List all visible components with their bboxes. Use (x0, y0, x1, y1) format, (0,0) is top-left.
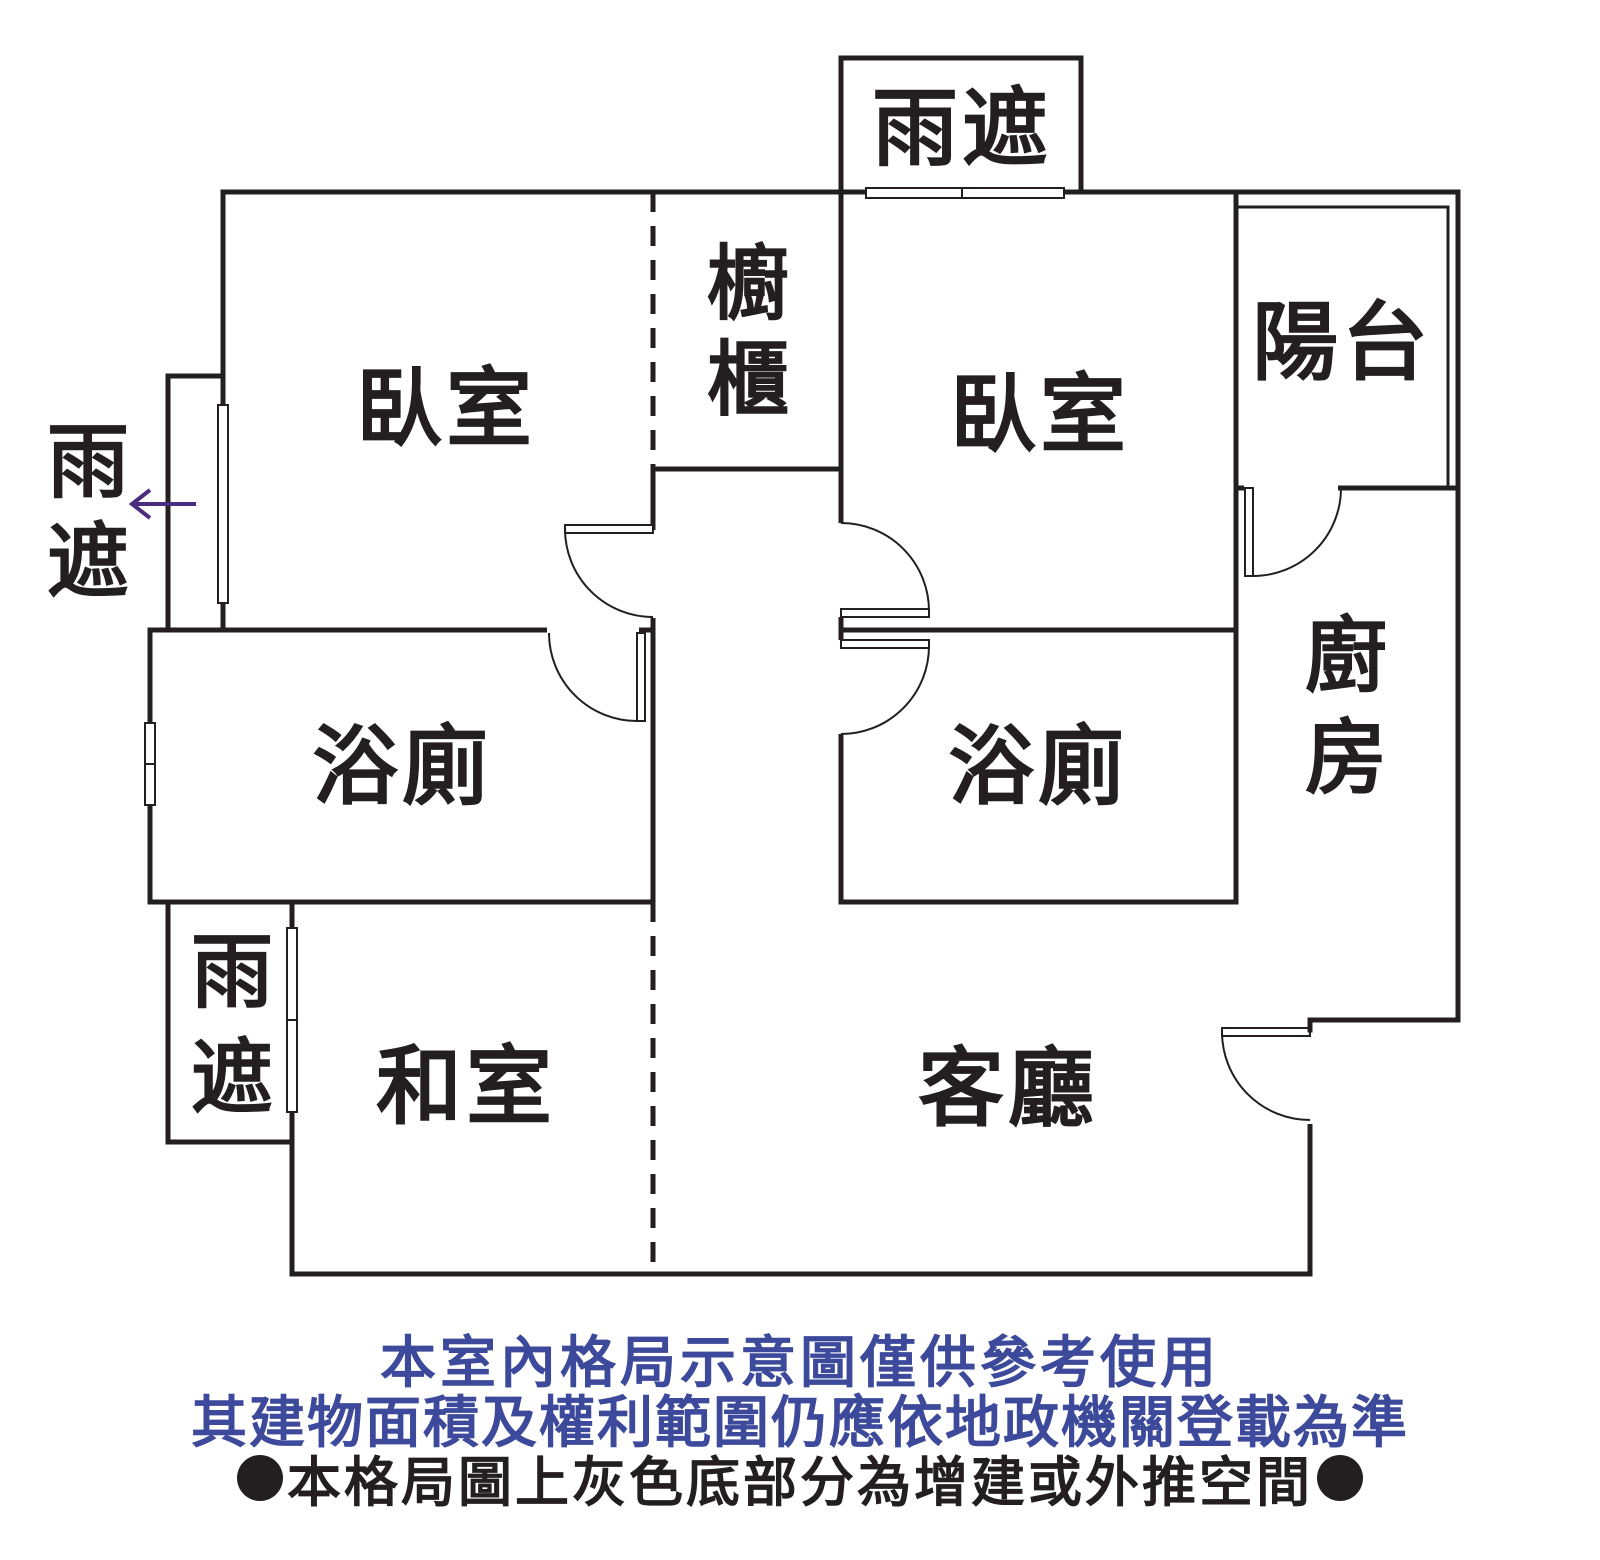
label-canopy-left-line1: 雨 (47, 415, 129, 510)
canopy-arrow-head (128, 488, 152, 520)
disclaimer-line-1: 本室內格局示意圖僅供參考使用 (380, 1331, 1220, 1396)
label-tatami: 和室 (376, 1037, 556, 1137)
label-living: 客廳 (918, 1039, 1098, 1139)
door-bedroom-right-swing (840, 522, 930, 612)
label-bath-left: 浴廁 (312, 717, 492, 817)
window-bedroom-left (217, 404, 229, 604)
label-canopy-lower-left-line1: 雨 (191, 925, 273, 1020)
label-balcony: 陽台 (1252, 293, 1432, 393)
door-balcony-leaf (1244, 487, 1254, 577)
label-canopy-top: 雨遮 (872, 79, 1052, 179)
door-entrance-leaf (1221, 1027, 1311, 1037)
bullet-dot-icon (237, 1454, 283, 1501)
label-bedroom-left: 臥室 (356, 359, 536, 459)
door-entrance-swing (1221, 1031, 1311, 1121)
label-bedroom-right: 臥室 (950, 365, 1130, 465)
door-bath-right-leaf (840, 639, 930, 649)
disclaimer-line-3-row: 本格局圖上灰色底部分為增建或外推空間 (0, 1438, 1600, 1517)
balcony-inner-frame (1238, 205, 1450, 490)
label-kitchen-line2: 房 (1305, 711, 1387, 806)
bullet-dot-icon (1317, 1454, 1363, 1501)
label-wardrobe-line2: 櫃 (707, 333, 789, 428)
disclaimer-line-3: 本格局圖上灰色底部分為增建或外推空間 (287, 1451, 1313, 1514)
disclaimer-line-2: 其建物面積及權利範圍仍應依地政機關登載為準 (191, 1391, 1409, 1456)
label-canopy-lower-left-line2: 遮 (191, 1031, 273, 1126)
label-kitchen-line1: 廚 (1305, 609, 1387, 704)
label-bath-right: 浴廁 (948, 717, 1128, 817)
label-wardrobe-line1: 櫥 (707, 237, 789, 332)
door-balcony-swing (1252, 487, 1342, 577)
door-bath-left-swing (548, 632, 638, 722)
door-bath-right-swing (840, 645, 930, 735)
door-bedroom-left-swing (564, 528, 654, 618)
balcony-frame (1233, 189, 1461, 491)
window-top (865, 187, 1065, 199)
door-bath-left-leaf (636, 632, 646, 722)
door-bedroom-right-leaf (840, 608, 930, 618)
label-canopy-left-line2: 遮 (47, 515, 129, 610)
door-bedroom-left-leaf (564, 524, 654, 534)
